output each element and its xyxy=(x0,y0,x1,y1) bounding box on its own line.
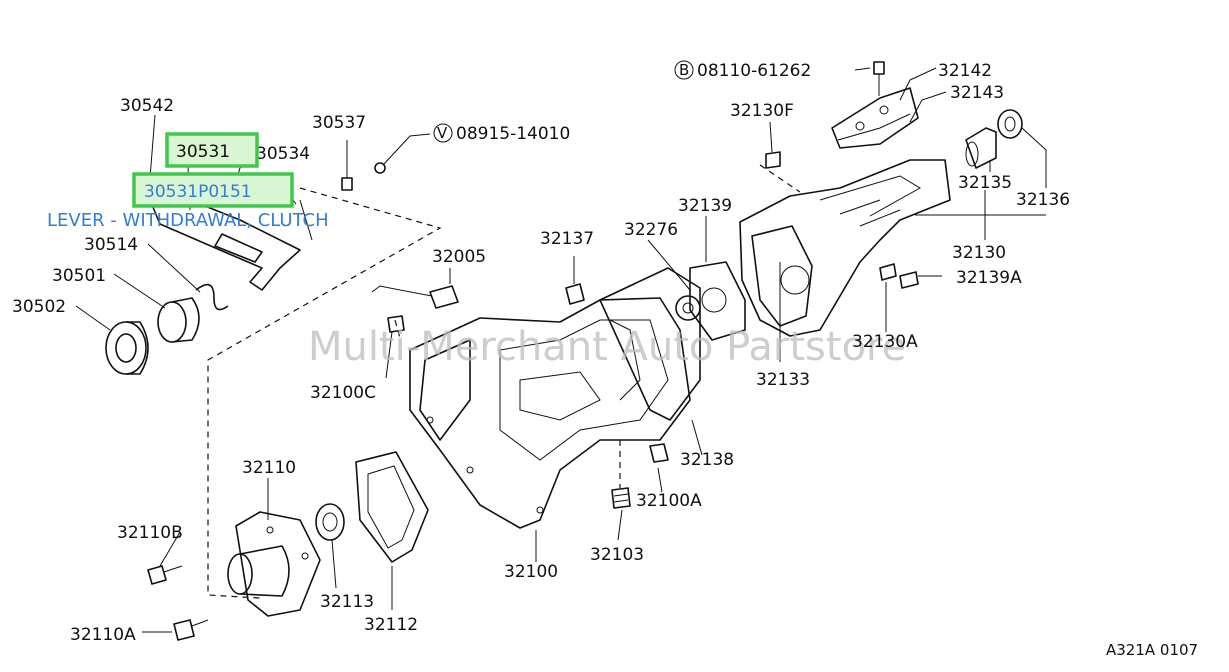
bushing-32130F-drawing xyxy=(765,151,781,169)
oem-part-number[interactable]: 30531P0151 xyxy=(144,182,252,202)
label-08110-61262[interactable]: 08110-61262 xyxy=(697,61,811,81)
label-32143[interactable]: 32143 xyxy=(950,83,1004,103)
label-32133[interactable]: 32133 xyxy=(756,370,810,390)
bolt-30537-drawing xyxy=(341,140,353,191)
switch-32005-drawing xyxy=(371,268,459,309)
label-32139[interactable]: 32139 xyxy=(678,196,732,216)
label-30501[interactable]: 30501 xyxy=(52,266,106,286)
label-32112[interactable]: 32112 xyxy=(364,615,418,635)
label-32110[interactable]: 32110 xyxy=(242,458,296,478)
seal-32113-drawing xyxy=(315,503,345,541)
plug-32103-drawing xyxy=(611,487,631,509)
label-32138[interactable]: 32138 xyxy=(680,450,734,470)
ball-08915-drawing xyxy=(374,133,431,174)
label-32135[interactable]: 32135 xyxy=(958,173,1012,193)
diagram-code: A321A 0107 xyxy=(1106,641,1198,659)
retainer-spring-drawing xyxy=(195,283,229,311)
release-bearing-drawing xyxy=(105,321,149,375)
plug-32100C-drawing xyxy=(387,315,405,333)
assembly-dashed-lines xyxy=(207,164,801,599)
label-08915-prefix: V xyxy=(437,124,448,142)
label-30514[interactable]: 30514 xyxy=(84,235,138,255)
label-30534[interactable]: 30534 xyxy=(256,144,310,164)
label-32139A[interactable]: 32139A xyxy=(956,268,1022,288)
label-32100C[interactable]: 32100C xyxy=(310,383,376,403)
bolt-32100A-drawing xyxy=(649,443,669,463)
label-32103[interactable]: 32103 xyxy=(590,545,644,565)
part-description: LEVER - WITHDRAWAL, CLUTCH xyxy=(47,210,329,231)
label-08915-14010[interactable]: 08915-14010 xyxy=(456,124,570,144)
label-08110-prefix: B xyxy=(679,61,689,79)
label-32130F[interactable]: 32130F xyxy=(730,101,794,121)
watermark: Multi-Merchant Auto Partstore xyxy=(308,324,906,370)
label-32110A[interactable]: 32110A xyxy=(70,625,136,645)
label-08915-group[interactable]: V 08915-14010 xyxy=(433,123,570,144)
extension-housing-drawing xyxy=(739,159,951,337)
label-30502[interactable]: 30502 xyxy=(12,297,66,317)
seal-32136-drawing xyxy=(997,109,1023,139)
bolt-32130A-drawing xyxy=(879,263,897,281)
pin-32137-drawing xyxy=(565,256,585,305)
label-32113[interactable]: 32113 xyxy=(320,592,374,612)
top-cover-drawing xyxy=(831,87,919,149)
label-32276[interactable]: 32276 xyxy=(624,220,678,240)
highlight-box-oem-number xyxy=(132,172,294,208)
highlight-box-part-number xyxy=(165,132,259,168)
label-30542[interactable]: 30542 xyxy=(120,96,174,116)
gasket-32139-drawing xyxy=(689,261,746,341)
label-32130A[interactable]: 32130A xyxy=(852,332,918,352)
label-32130[interactable]: 32130 xyxy=(952,243,1006,263)
label-30531[interactable]: 30531 xyxy=(176,142,230,162)
label-30537[interactable]: 30537 xyxy=(312,113,366,133)
clutch-housing-drawing xyxy=(409,297,691,529)
bolt-32110A-drawing xyxy=(173,619,209,641)
label-32142[interactable]: 32142 xyxy=(938,61,992,81)
label-32100[interactable]: 32100 xyxy=(504,562,558,582)
label-32005[interactable]: 32005 xyxy=(432,247,486,267)
part-labels: 30542 30534 30537 V 08915-14010 B 08110-… xyxy=(12,60,1070,645)
bolt-32110B-drawing xyxy=(147,565,183,585)
bolt-32139A-drawing xyxy=(899,271,942,289)
label-32100A[interactable]: 32100A xyxy=(636,491,702,511)
release-bearing-sleeve-drawing xyxy=(157,297,200,343)
gasket-32112-drawing xyxy=(355,451,429,563)
bushing-32135-drawing xyxy=(965,127,997,169)
front-cover-drawing xyxy=(227,511,321,617)
adapter-plate-drawing xyxy=(599,267,701,421)
label-08110-group[interactable]: B 08110-61262 xyxy=(674,60,811,81)
highlighted-part[interactable]: 30531 30531P0151 LEVER - WITHDRAWAL, CLU… xyxy=(47,132,329,231)
label-32137[interactable]: 32137 xyxy=(540,229,594,249)
label-32110B[interactable]: 32110B xyxy=(117,523,183,543)
label-32136[interactable]: 32136 xyxy=(1016,190,1070,210)
bolt-08110-drawing xyxy=(873,61,885,96)
